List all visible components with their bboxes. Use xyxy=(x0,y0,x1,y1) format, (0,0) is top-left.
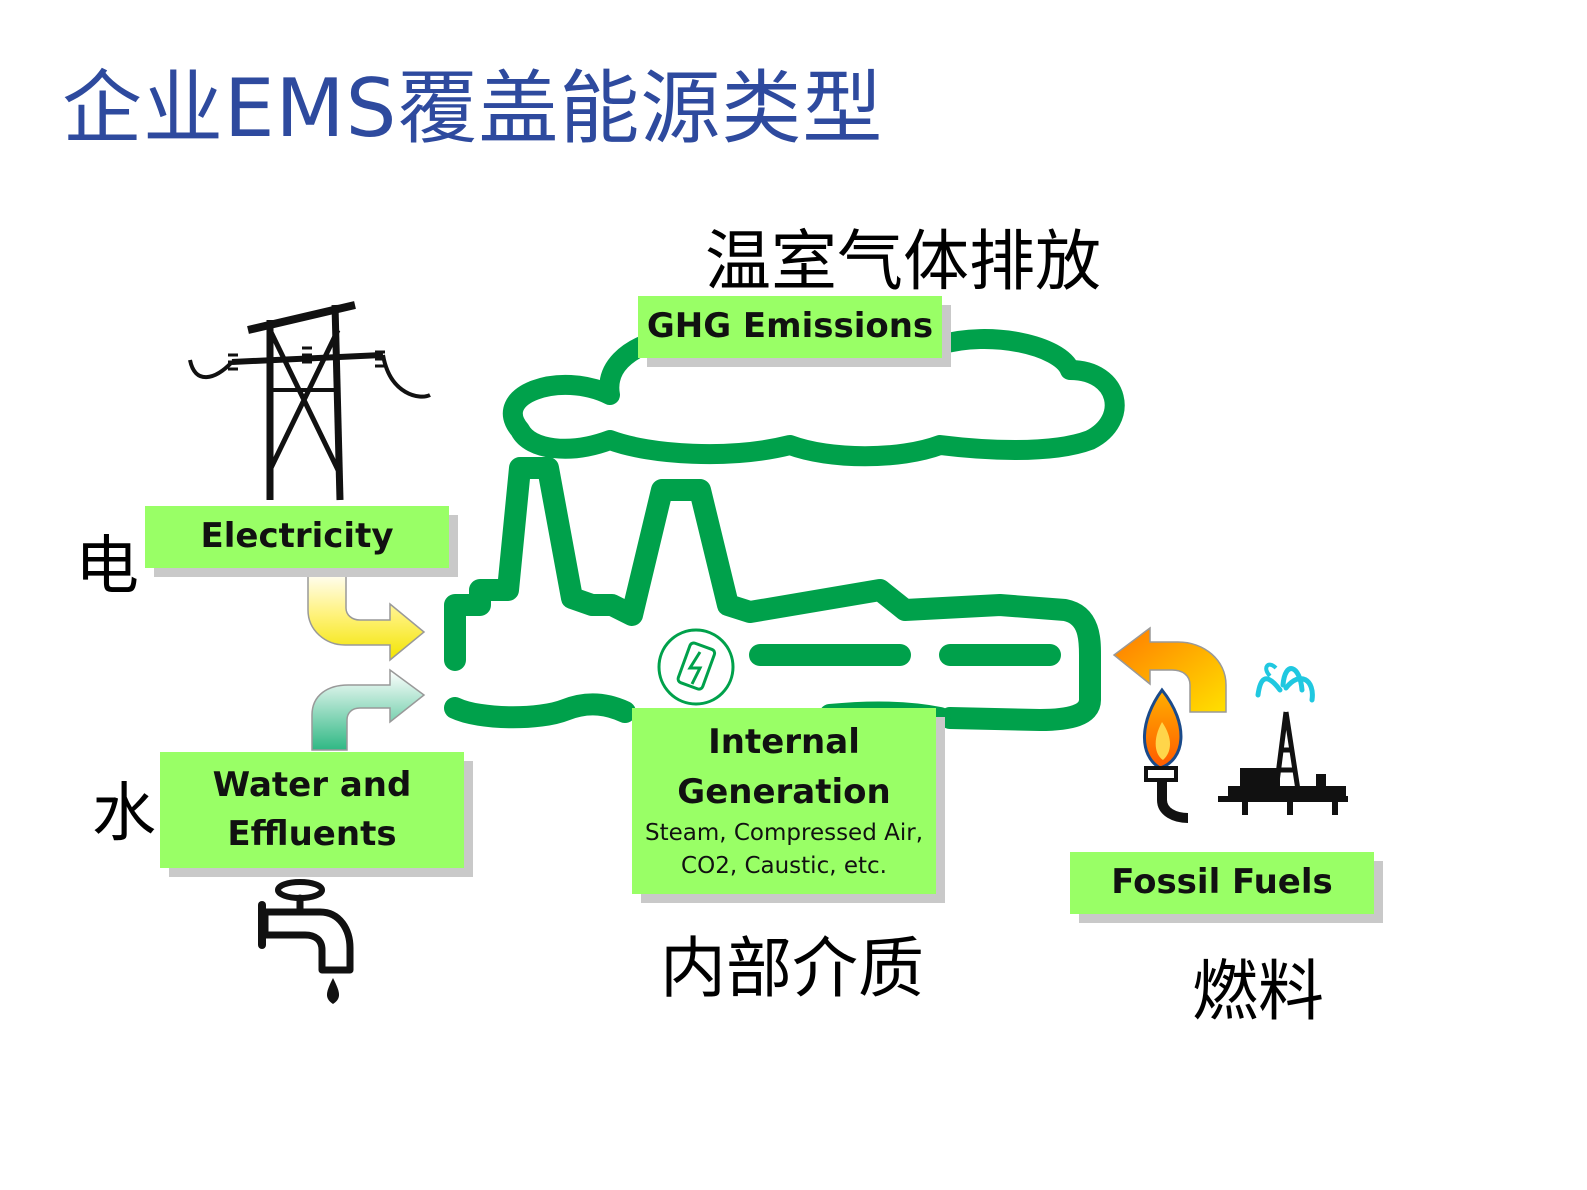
power-tower-icon xyxy=(188,301,431,501)
water-label-line2: Effluents xyxy=(227,814,397,854)
electricity-label: Electricity xyxy=(200,516,394,557)
factory-icon xyxy=(444,457,1101,731)
flame-icon xyxy=(1143,687,1189,823)
water-label-line1: Water and xyxy=(212,764,412,805)
oil-rig-icon xyxy=(1218,662,1348,815)
water-arrow-icon xyxy=(311,668,426,751)
fossil-fuels-label: Fossil Fuels xyxy=(1111,862,1333,903)
ghg-emissions-label: GHG Emissions xyxy=(646,306,934,347)
electricity-arrow-icon xyxy=(307,569,426,662)
electricity-cn-label: 电 xyxy=(75,530,139,604)
ghg-emissions-box: GHG Emissions xyxy=(638,296,942,358)
water-effluents-box: Water and Effluents xyxy=(160,752,464,868)
fuel-arrow-icon xyxy=(1112,626,1227,713)
internal-cn-label: 内部介质 xyxy=(660,930,924,1007)
internal-sub-line1: Steam, Compressed Air, xyxy=(644,819,924,846)
water-cn-label: 水 xyxy=(92,777,156,851)
internal-sub-line2: CO2, Caustic, etc. xyxy=(681,853,887,880)
page-title: 企业EMS覆盖能源类型 xyxy=(62,62,884,155)
internal-generation-box: Internal Generation Steam, Compressed Ai… xyxy=(632,708,936,894)
water-drop-icon xyxy=(326,978,340,1004)
ghg-cn-label: 温室气体排放 xyxy=(705,223,1101,300)
fuels-cn-label: 燃料 xyxy=(1192,953,1324,1030)
fossil-fuels-box: Fossil Fuels xyxy=(1070,852,1374,914)
electricity-box: Electricity xyxy=(145,506,449,568)
faucet-icon xyxy=(258,879,354,974)
internal-label-line1: Internal xyxy=(708,722,860,763)
battery-recycle-icon xyxy=(657,628,735,706)
internal-label-line2: Generation xyxy=(677,771,891,812)
